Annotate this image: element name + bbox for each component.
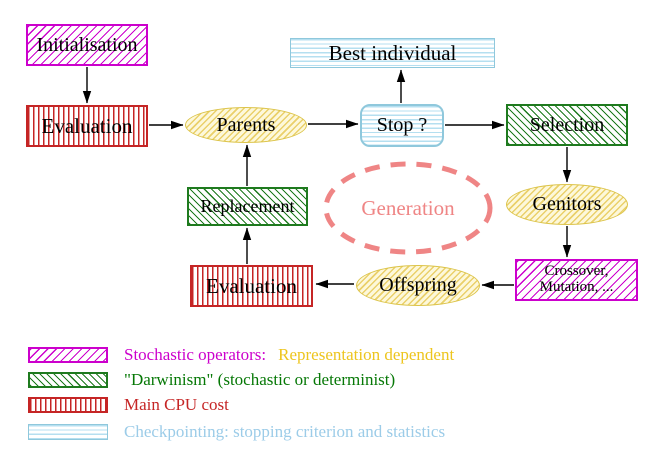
legend-label-darwinism: "Darwinism" (stochastic or determinist) [124,370,396,389]
legend-text-representation-dependent: Representation dependent [278,345,455,364]
crossover-line1: Crossover, [544,263,609,280]
node-replacement: Replacement [187,187,308,226]
crossover-line2: Mutation, ... [539,279,614,295]
node-genitors: Genitors [506,184,628,225]
node-selection: Selection [506,104,628,146]
node-stop: Stop ? [360,104,444,147]
legend-text-stochastic-operators: Stochastic operators: [124,345,267,364]
legend-swatch-checkpointing [28,424,108,440]
legend-label-stochastic-operators: Stochastic operators: Representation depe… [124,345,455,364]
legend-swatch-main-cpu-cost [28,397,108,413]
generation-dashed-ellipse [323,161,493,255]
legend-label-checkpointing: Checkpointing: stopping criterion and st… [124,422,446,441]
node-best-individual: Best individual [290,38,495,68]
node-offspring: Offspring [356,265,480,306]
generation-label: Generation [361,195,455,220]
legend-label-main-cpu-cost: Main CPU cost [124,395,229,414]
node-evaluation-bottom: Evaluation [190,265,313,307]
node-initialisation: Initialisation [26,24,148,66]
node-parents: Parents [185,107,307,143]
node-evaluation-top: Evaluation [26,105,148,147]
legend-swatch-stochastic-operators [28,347,108,363]
legend-swatch-darwinism [28,372,108,388]
node-crossover-mutation: Crossover, Mutation, ... [515,259,638,301]
